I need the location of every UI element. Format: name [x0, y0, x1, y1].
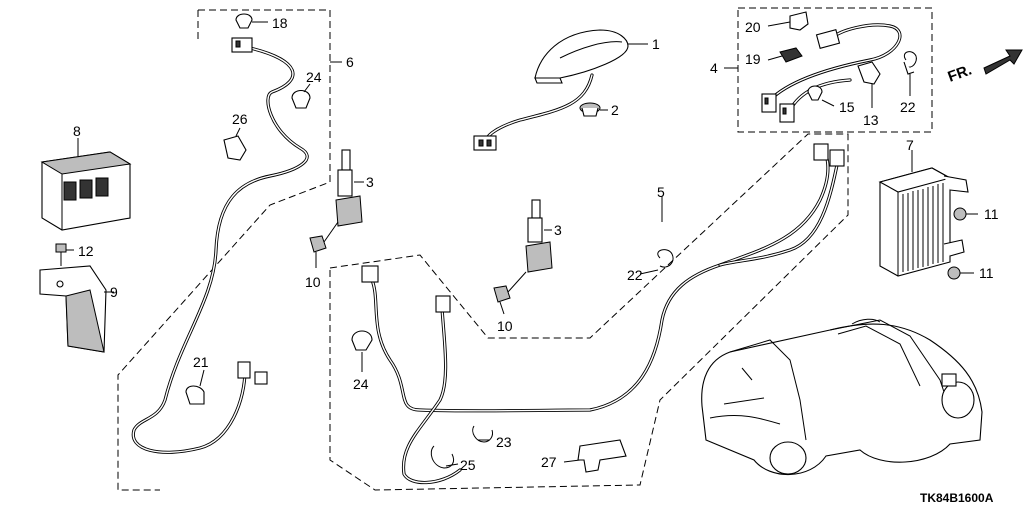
callout-19: 19: [745, 51, 761, 67]
callout-5: 5: [657, 184, 665, 200]
harness-group-6: [131, 13, 342, 454]
roof-antenna: [473, 29, 648, 151]
callout-6: 6: [346, 54, 354, 70]
grommet: [579, 102, 608, 117]
callout-18: 18: [272, 15, 288, 31]
callout-4: 4: [710, 60, 718, 76]
callout-11-lower: 11: [979, 265, 994, 281]
noise-filter-lower: [493, 199, 553, 315]
callout-10-upper: 10: [305, 274, 321, 290]
callout-3-lower: 3: [554, 222, 562, 238]
callout-13: 13: [863, 112, 879, 128]
noise-filter-upper: [309, 149, 364, 268]
callout-22-upper: 22: [900, 99, 916, 115]
callout-7: 7: [906, 137, 914, 153]
callout-20: 20: [745, 19, 761, 35]
bracket: [39, 265, 114, 353]
callout-12: 12: [78, 243, 94, 259]
harness-group-4: [724, 11, 917, 123]
callout-23: 23: [496, 434, 512, 450]
group-6-boundary: [117, 9, 331, 491]
diagram-code: TK84B1600A: [920, 491, 994, 505]
callout-8: 8: [73, 123, 81, 139]
harness-group-5: [351, 143, 845, 485]
control-unit: [40, 138, 132, 231]
callout-10-lower: 10: [497, 318, 513, 334]
callout-25: 25: [460, 457, 476, 473]
callout-15: 15: [839, 99, 855, 115]
callout-22-lower: 22: [627, 267, 643, 283]
callout-27: 27: [541, 454, 557, 470]
callout-26: 26: [232, 111, 248, 127]
callout-3-upper: 3: [366, 174, 374, 190]
bolt: [55, 243, 74, 266]
callout-24-lower: 24: [353, 376, 369, 392]
vehicle: [701, 318, 983, 476]
callout-21: 21: [193, 354, 209, 370]
callout-24-upper: 24: [306, 69, 322, 85]
callout-9: 9: [110, 284, 118, 300]
group-4-boundary: [737, 7, 933, 133]
front-direction-indicator: FR.: [946, 49, 1023, 86]
direction-label: FR.: [946, 62, 975, 86]
callout-11-upper: 11: [984, 206, 999, 222]
callouts: 1 2 3 3 4 5 6 7 8 9 10 10 11 11 12 13 15…: [73, 15, 999, 473]
callout-2: 2: [611, 102, 619, 118]
group-5-boundary: [329, 133, 849, 491]
callout-1: 1: [652, 36, 660, 52]
antenna-amplifier: [878, 150, 978, 280]
